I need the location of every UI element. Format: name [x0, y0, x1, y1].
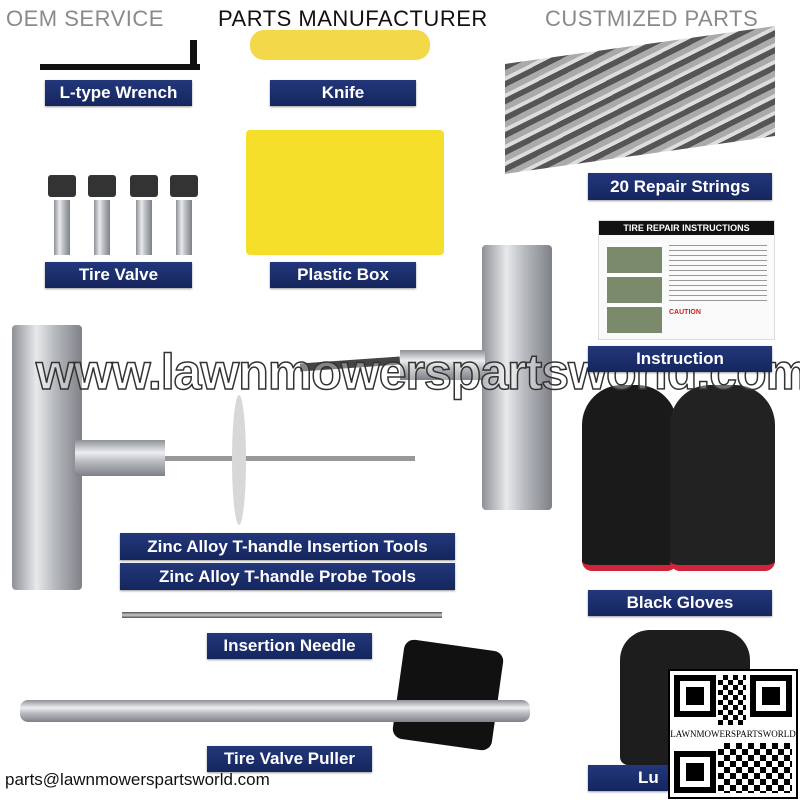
instruction-card-title: TIRE REPAIR INSTRUCTIONS [599, 221, 774, 235]
label-probe-tools: Zinc Alloy T-handle Probe Tools [120, 563, 455, 590]
glove-left [582, 385, 677, 571]
tire-valve-image [130, 175, 158, 255]
qr-modules [718, 675, 746, 725]
qr-finder [750, 675, 792, 717]
probe-tool-shaft [400, 350, 485, 380]
header-customized-parts: CUSTMIZED PARTS [545, 6, 759, 31]
tire-valve-image [48, 175, 76, 255]
footer-email: parts@lawnmowerspartsworld.com [5, 770, 270, 789]
qr-text: LAWNMOWERSPARTSWORLD [670, 729, 796, 739]
label-insertion-tools: Zinc Alloy T-handle Insertion Tools [120, 533, 455, 560]
insertion-disc [232, 395, 246, 525]
label-instruction: Instruction [588, 346, 772, 372]
header-oem-service: OEM SERVICE [6, 6, 164, 31]
caution-text: CAUTION [669, 309, 701, 316]
repair-strings-image [505, 26, 775, 174]
label-tire-valve-puller: Tire Valve Puller [207, 746, 372, 772]
instruction-text [669, 245, 767, 305]
label-insertion-needle: Insertion Needle [207, 633, 372, 659]
label-knife: Knife [270, 80, 416, 106]
l-wrench-image [40, 64, 200, 70]
l-wrench-arm [190, 40, 197, 70]
qr-finder [674, 675, 716, 717]
qr-code[interactable]: LAWNMOWERSPARTSWORLD [668, 669, 798, 799]
label-black-gloves: Black Gloves [588, 590, 772, 616]
puller-handle [391, 638, 505, 752]
qr-modules [718, 743, 792, 793]
instruction-card: TIRE REPAIR INSTRUCTIONS CAUTION [598, 220, 775, 340]
t-handle-probe-tool [482, 245, 552, 510]
label-tire-valve: Tire Valve [45, 262, 192, 288]
knife-image [250, 30, 430, 60]
tire-valve-puller-image [20, 700, 530, 722]
t-handle-insertion-tool [12, 325, 82, 590]
insertion-needle-shaft [165, 456, 415, 461]
instruction-photos [607, 243, 662, 333]
label-plastic-box: Plastic Box [270, 262, 416, 288]
qr-finder [674, 751, 716, 793]
glove-right [670, 385, 775, 571]
insertion-needle-image [122, 612, 442, 618]
plastic-box-image [246, 130, 444, 255]
insertion-tool-shaft [75, 440, 165, 476]
header-parts-manufacturer: PARTS MANUFACTURER [218, 6, 488, 31]
label-repair-strings: 20 Repair Strings [588, 173, 772, 200]
label-l-type-wrench: L-type Wrench [45, 80, 192, 106]
tire-valve-image [170, 175, 198, 255]
tire-valve-image [88, 175, 116, 255]
label-lube: Lu [588, 765, 668, 791]
